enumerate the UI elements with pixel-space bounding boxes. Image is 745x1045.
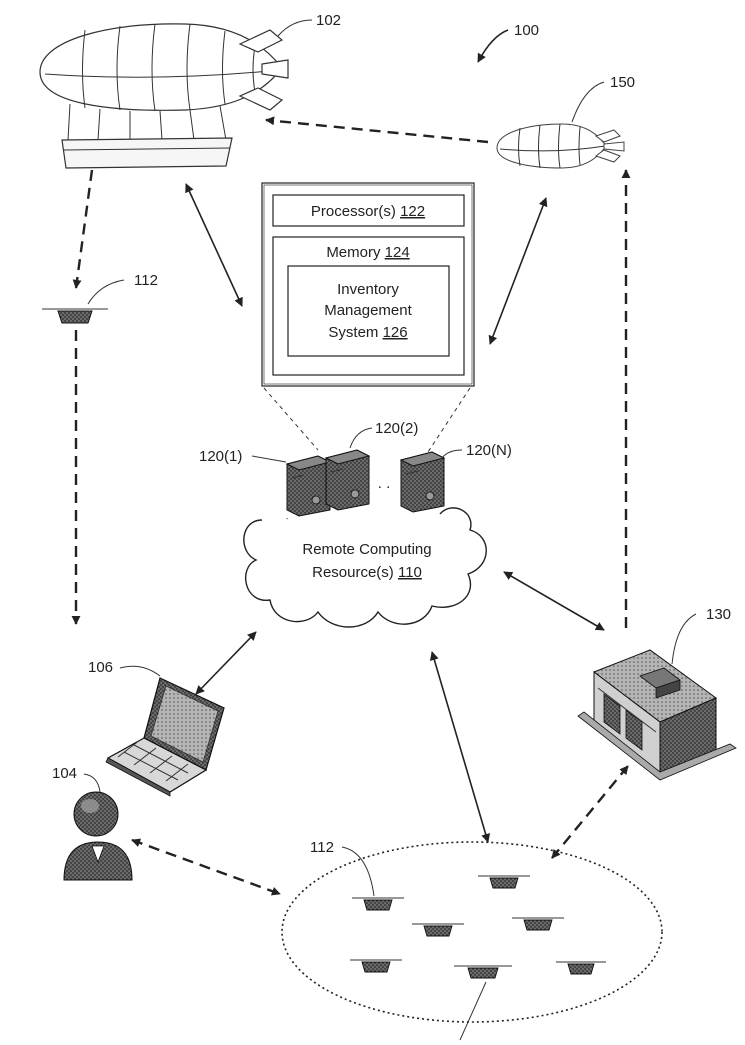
delivery-location-icon xyxy=(478,875,530,889)
label-150: 150 xyxy=(610,74,635,91)
server-labels: 120(1) 120(2) 120(N) xyxy=(199,420,512,465)
projection-line-left xyxy=(263,387,319,451)
label-112-top: 112 xyxy=(134,272,158,289)
airship-icon xyxy=(496,123,625,169)
delivery-location-icon xyxy=(556,961,606,975)
user-icon xyxy=(63,791,133,881)
server-icon xyxy=(399,451,446,513)
label-104: 104 xyxy=(52,765,77,782)
cloud-area-link xyxy=(429,651,491,843)
server-icon xyxy=(324,449,371,511)
svg-text:System 1: System 126 xyxy=(328,324,407,341)
projection-line-right xyxy=(427,387,471,453)
cloud-line-1: Remote Computing xyxy=(302,541,431,558)
server-detail-box: Processor(s) 122 Memory 124 Inventory Ma… xyxy=(261,182,475,387)
server-ellipsis: . . xyxy=(378,475,391,492)
label-102: 102 xyxy=(316,12,341,29)
label-120-2: 120(2) xyxy=(375,420,418,437)
cloud-ref: 110 xyxy=(398,564,422,581)
ims-ref: 126 xyxy=(383,324,408,341)
delivery-location-icon xyxy=(512,917,564,931)
airship-system-link xyxy=(185,183,243,307)
delivery-location-icon xyxy=(352,897,404,911)
label-120-1: 120(1) xyxy=(199,448,242,465)
dispatch-arrow xyxy=(265,116,489,144)
ims-line-1: Inventory xyxy=(337,281,399,298)
label-120-n: 120(N) xyxy=(466,442,512,459)
svg-text:Processor(s): Processor(s) 122 xyxy=(311,203,425,220)
cloud-icon: Remote Computing Resource(s) 110 xyxy=(243,507,487,628)
label-102-group: 102 xyxy=(277,12,341,37)
label-150-group: 150 xyxy=(571,74,635,123)
small-airship-system-link xyxy=(488,197,548,345)
airship-icon xyxy=(39,23,289,169)
inventory-management-system-box: Inventory Management System 126 xyxy=(287,265,450,357)
label-106-group: 106 xyxy=(88,659,161,677)
label-112-cluster: 112 xyxy=(310,839,334,856)
user-area-link xyxy=(131,838,281,896)
figure-reference: 100 xyxy=(477,22,539,63)
processor-ref: 122 xyxy=(400,203,425,220)
building-icon xyxy=(577,649,737,781)
delivery-area xyxy=(281,841,663,1023)
processor-box: Processor(s) 122 xyxy=(272,194,465,227)
ims-line-3: System xyxy=(328,324,378,341)
label-116-group: 116 xyxy=(459,981,487,1041)
label-100: 100 xyxy=(514,22,539,39)
delivery-location-icon xyxy=(42,308,108,324)
label-104-group: 104 xyxy=(52,765,101,793)
memory-box: Memory 124 Inventory Management System 1… xyxy=(272,236,465,376)
svg-text:Resource(s) 110: Resource(s) 110 xyxy=(312,564,422,581)
memory-label: Memory xyxy=(326,244,381,261)
server-icon xyxy=(285,455,332,517)
memory-ref: 124 xyxy=(385,244,410,261)
svg-text:Memory 124: Memory 124 xyxy=(326,244,409,261)
delivery-drop-arrow xyxy=(72,169,94,289)
label-112-top-group: 112 xyxy=(87,272,158,305)
building-area-link xyxy=(551,765,629,859)
cloud-line-2: Resource(s) xyxy=(312,564,394,581)
delivery-location-icon xyxy=(454,965,512,979)
building-cloud-link xyxy=(503,571,605,631)
label-130-group: 130 xyxy=(671,606,731,665)
label-106: 106 xyxy=(88,659,113,676)
processor-label: Processor(s) xyxy=(311,203,396,220)
ims-line-2: Management xyxy=(324,302,412,319)
delivery-location-icon xyxy=(350,959,402,973)
label-130: 130 xyxy=(706,606,731,623)
laptop-icon xyxy=(105,677,225,797)
label-112-cluster-group: 112 xyxy=(310,839,375,897)
laptop-cloud-link xyxy=(195,631,257,695)
delivery-location-icon xyxy=(412,923,464,937)
